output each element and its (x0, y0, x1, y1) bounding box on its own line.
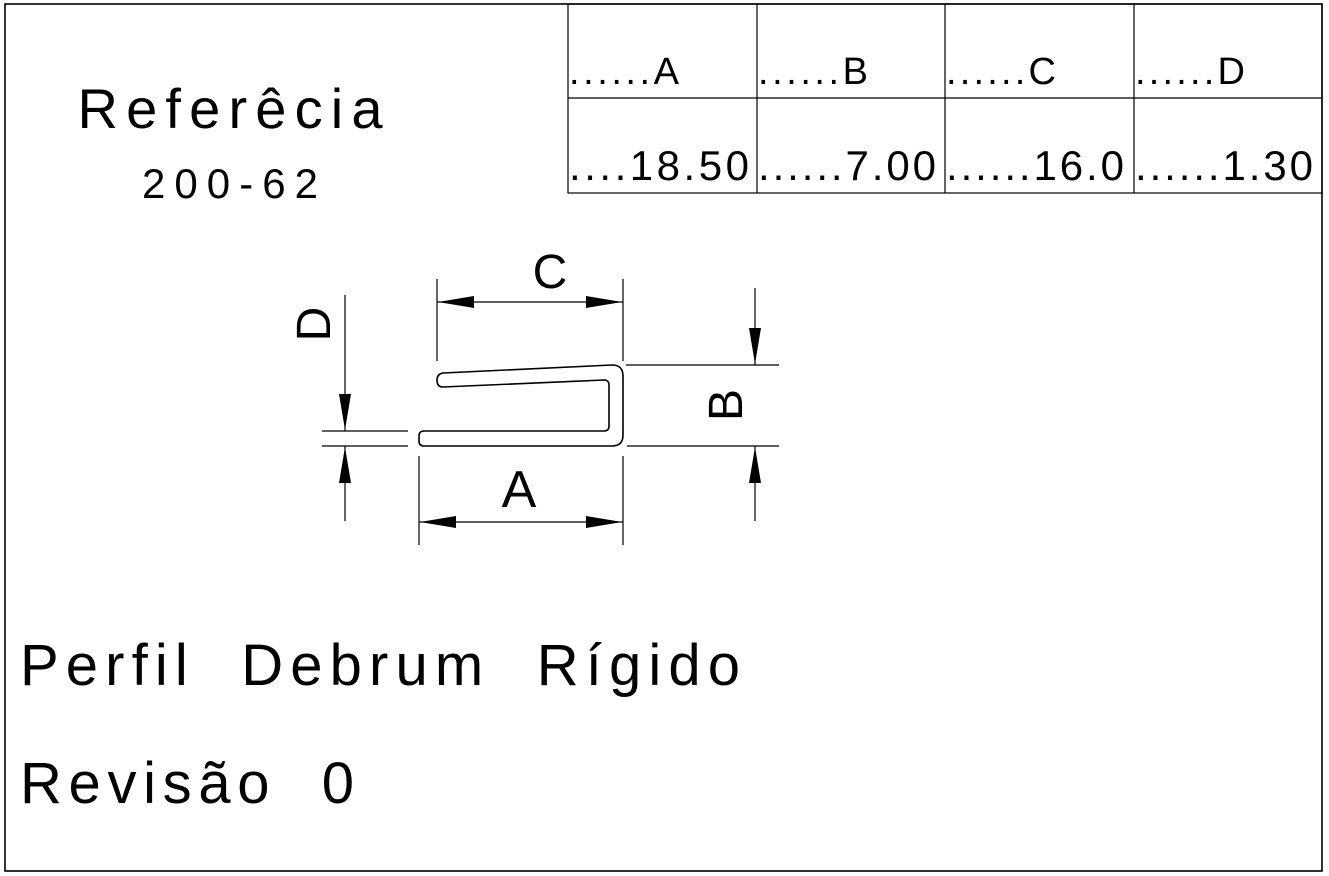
label-a: A (502, 461, 537, 519)
label-d: D (288, 307, 341, 342)
label-c: C (533, 246, 568, 299)
dimension-a: A (418, 456, 624, 545)
profile-drawing: C A D B (288, 246, 779, 545)
table-value-c: ......16.0 (946, 142, 1124, 189)
table-header-b: ......B (758, 51, 868, 93)
table-value-a: ....18.50 (569, 142, 749, 189)
table-value-b: ......7.00 (758, 142, 936, 189)
dimension-c: C (436, 246, 624, 361)
dimension-table: ......A ......B ......C ......D ....18.5… (567, 3, 1323, 194)
table-header-d: ......D (1135, 51, 1245, 93)
reference-code: 200-62 (142, 160, 318, 207)
dimension-b: B (626, 288, 779, 521)
table-header-c: ......C (946, 51, 1056, 93)
label-b: B (700, 389, 753, 421)
profile-shape (418, 364, 624, 447)
reference-title: Referêcia (78, 77, 384, 140)
table-value-d: ......1.30 (1135, 142, 1313, 189)
profile-description: Perfil Debrum Rígido (20, 633, 740, 698)
dimension-d: D (288, 295, 408, 521)
table-header-a: ......A (569, 51, 680, 93)
revision-label: Revisão 0 (20, 751, 354, 816)
